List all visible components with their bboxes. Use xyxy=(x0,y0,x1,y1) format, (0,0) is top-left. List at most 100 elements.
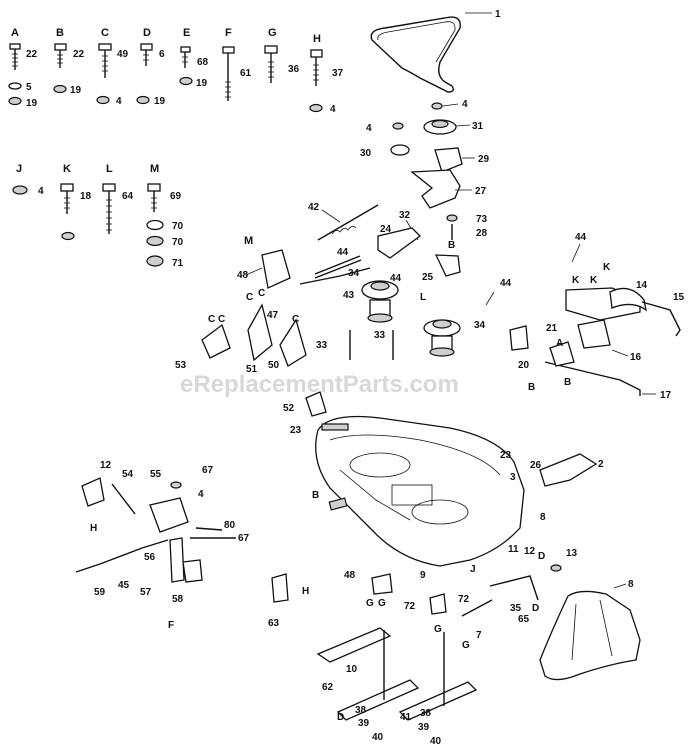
callout-8b: 13 xyxy=(566,548,578,559)
callout-51: 51 xyxy=(246,364,258,375)
callout-44c: 44 xyxy=(500,278,512,289)
callout-62: 10 xyxy=(346,664,358,675)
callout-11: 8 xyxy=(628,579,634,590)
callout-12b: 11 xyxy=(508,544,519,555)
legend-letter-j: J xyxy=(16,163,22,175)
callout-25: 25 xyxy=(422,272,434,283)
legend-qty-j: 4 xyxy=(38,186,44,197)
callout-39a: 38 xyxy=(355,705,367,716)
svg-text:G: G xyxy=(366,598,374,609)
callout-4a: 4 xyxy=(462,99,468,110)
watermark-text: eReplacementParts.com xyxy=(180,371,459,398)
callout-67b: 80 xyxy=(224,520,236,531)
callout-67a: 55 xyxy=(150,469,162,480)
callout-35b: 72 xyxy=(458,594,470,605)
svg-text:G: G xyxy=(378,598,386,609)
legend-letter-l: L xyxy=(106,163,113,175)
nut-icon xyxy=(146,255,164,267)
bolt-b-icon xyxy=(54,43,67,68)
legend-letter-c: C xyxy=(101,27,109,39)
blade-group: 10 62 D 38 39 40 41 38 39 40 G xyxy=(316,627,478,747)
callout-39b: 38 xyxy=(420,708,432,719)
callout-15: 15 xyxy=(673,292,685,303)
legend-letter-m: M xyxy=(150,163,159,175)
callout-31: 31 xyxy=(472,121,484,132)
callout-56: 67 xyxy=(238,533,250,544)
callout-7: 65 xyxy=(518,614,530,625)
callout-14: 14 xyxy=(636,280,648,291)
legend-qty-g: 36 xyxy=(288,64,300,75)
callout-44a: 44 xyxy=(337,247,349,258)
callout-38a: D xyxy=(337,712,344,723)
bolt-a-icon xyxy=(9,43,21,70)
svg-text:G: G xyxy=(434,624,442,635)
discharge-chute-part: 8 xyxy=(539,579,641,681)
callout-55: 54 xyxy=(122,469,134,480)
legend-qty-k: 18 xyxy=(80,191,92,202)
legend-qty-e: 68 xyxy=(197,57,209,68)
legend-qty-c: 49 xyxy=(117,49,129,60)
legend-qty-h: 37 xyxy=(332,68,344,79)
callout-41a: 40 xyxy=(372,732,384,743)
callout-28: 28 xyxy=(476,228,488,239)
callout-3: 2 xyxy=(598,459,604,470)
legend-qty-d-nut: 19 xyxy=(154,96,166,107)
callout-17: 17 xyxy=(660,390,672,401)
callout-16: 16 xyxy=(630,352,642,363)
bolt-d-icon xyxy=(140,43,153,66)
callout-44b: 44 xyxy=(390,273,402,284)
nut-icon xyxy=(136,95,150,105)
callout-63: G xyxy=(462,640,470,651)
svg-text:F: F xyxy=(168,620,174,631)
callout-80: 4 xyxy=(198,489,204,500)
legend-qty-c-nut: 4 xyxy=(116,96,122,107)
callout-k3: K xyxy=(603,262,611,273)
legend-qty-h-nut: 4 xyxy=(330,104,336,115)
callout-58: 57 xyxy=(140,587,152,598)
callout-2: 23 xyxy=(500,450,512,461)
lower-bracket-54: H 63 xyxy=(268,573,309,629)
callout-47: 47 xyxy=(267,310,279,321)
callout-a: A xyxy=(556,338,563,349)
callout-23: 23 xyxy=(290,425,302,436)
legend-qty-e-nut: 19 xyxy=(196,78,208,89)
legend-qty-a: 22 xyxy=(26,49,38,60)
callout-59: 58 xyxy=(172,594,184,605)
nut-icon xyxy=(8,96,22,106)
callout-13: D xyxy=(538,551,545,562)
bolt-h-icon xyxy=(310,49,323,86)
spacer-icon xyxy=(146,219,164,231)
legend-qty-a-washer: 5 xyxy=(26,82,32,93)
callout-35a: 72 xyxy=(404,601,416,612)
callout-54a: 12 xyxy=(100,460,112,471)
right-lift-group: K K K 14 15 16 17 20 B B A xyxy=(518,262,685,401)
bolt-c-icon xyxy=(98,43,112,78)
callout-34a: 34 xyxy=(348,268,360,279)
callout-b1: B xyxy=(528,382,535,393)
idler-pulley-assembly: 4 31 4 30 29 27 32 73 28 B xyxy=(360,99,490,251)
washer-icon xyxy=(8,82,22,90)
callout-30: 30 xyxy=(360,148,372,159)
callout-42: 42 xyxy=(308,202,320,213)
callout-k2: K xyxy=(590,275,598,286)
legend-qty-m-70b: 70 xyxy=(172,237,184,248)
nut-icon xyxy=(53,84,67,94)
bolt-m-icon xyxy=(147,183,161,212)
legend-letter-e: E xyxy=(183,27,190,39)
legend-qty-d: 6 xyxy=(159,49,165,60)
callout-4b: 4 xyxy=(366,123,372,134)
legend-qty-l: 64 xyxy=(122,191,134,202)
legend-letter-g: G xyxy=(268,27,277,39)
callout-45: 59 xyxy=(94,587,106,598)
callout-34b: 34 xyxy=(474,320,486,331)
legend-letter-k: K xyxy=(63,163,71,175)
legend-qty-m: 69 xyxy=(170,191,182,202)
callout-38b: 41 xyxy=(400,712,412,723)
callout-h: 63 xyxy=(268,618,280,629)
nut-icon xyxy=(61,231,75,241)
callout-40b: 39 xyxy=(418,722,430,733)
callout-20: 20 xyxy=(518,360,530,371)
callout-21: 21 xyxy=(546,323,558,334)
legend-qty-b-nut: 19 xyxy=(70,85,82,96)
